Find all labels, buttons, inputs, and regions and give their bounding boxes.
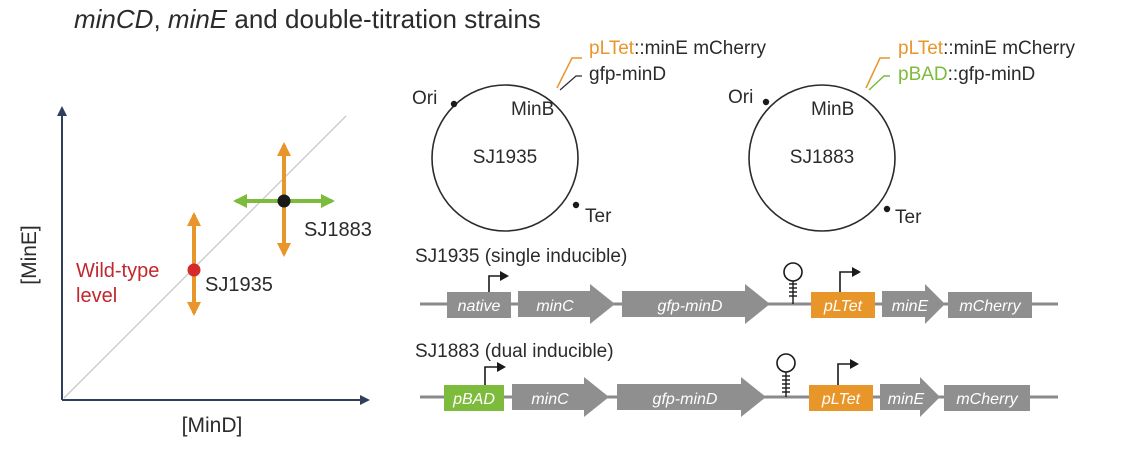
gene-minC-label: minC [531, 391, 569, 408]
promoter-arrowhead-pbad [497, 362, 506, 372]
terminator-icon [783, 262, 803, 304]
gene-minC-arrow [518, 284, 615, 324]
construct-sj1883: SJ1883 (dual inducible) pBAD minC gfp-mi… [415, 341, 1058, 417]
gene-minE-arrow [882, 284, 945, 324]
gene-minE-label: minE [892, 298, 929, 315]
title-part-mincd: minCD [74, 4, 153, 34]
ter-label: Ter [585, 206, 612, 227]
chromosome-sj1935: Ori Ter MinB SJ1935 pLTet::minE mCherry … [412, 38, 767, 232]
gene-pbad-label: pBAD [452, 391, 495, 408]
insert1-leader [865, 57, 890, 89]
terminator-icon [776, 353, 796, 397]
promoter-arrow-native [488, 275, 504, 292]
insert1-label: pLTet::minE mCherry [898, 38, 1076, 59]
gene-pltet-label: pLTet [821, 391, 861, 408]
title-part-rest: and double-titration strains [227, 4, 541, 34]
figure-title: minCD, minE and double-titration strains [74, 4, 541, 34]
gene-mcherry-box [944, 385, 1030, 411]
title-part-sep: , [153, 4, 167, 34]
chromosome-circle [748, 84, 896, 232]
ori-marker [762, 98, 770, 106]
ori-label: Ori [728, 87, 753, 108]
gene-minC-arrow [512, 377, 609, 417]
insert1-leader [556, 57, 582, 89]
strain-name: SJ1935 [473, 147, 537, 168]
insert2-label: pBAD::gfp-minD [898, 64, 1035, 85]
gene-gfp-minD-arrow [617, 377, 766, 417]
gene-native-label: native [458, 298, 501, 315]
construct-label: SJ1883 (dual inducible) [415, 341, 614, 362]
sj1935-plot-label: SJ1935 [205, 274, 273, 296]
insert2-leader [559, 75, 582, 91]
ter-marker [572, 201, 580, 209]
insert1-label: pLTet::minE mCherry [589, 38, 767, 59]
insert2-leader [868, 75, 890, 91]
gene-minC-label: minC [536, 298, 574, 315]
gene-mcherry-label: mCherry [959, 298, 1021, 315]
pltet-promoter-box [809, 385, 873, 411]
promoter-arrowhead-pltet [850, 359, 859, 369]
construct-label: SJ1935 (single inducible) [415, 246, 627, 267]
pbad-promoter-box [444, 385, 504, 411]
locus-label: MinB [811, 99, 854, 120]
promoter-arrow-pltet [839, 271, 856, 292]
sj1883-point [277, 194, 291, 208]
gene-gfp-minD-label: gfp-minD [658, 298, 723, 315]
locus-label: MinB [511, 99, 554, 120]
ori-label: Ori [412, 88, 437, 109]
promoter-arrowhead-native [500, 271, 509, 281]
chromosome-sj1883: Ori Ter MinB SJ1883 pLTet::minE mCherry … [728, 38, 1076, 232]
construct-sj1935: SJ1935 (single inducible) native minC gf… [415, 246, 1058, 324]
gene-pltet-label: pLTet [823, 298, 863, 315]
gene-mcherry-label: mCherry [956, 391, 1018, 408]
wildtype-label-line1: Wild-type [76, 260, 159, 282]
pltet-promoter-box [811, 292, 875, 318]
promoter-arrow-pbad [484, 366, 501, 385]
ter-marker [883, 205, 891, 213]
titration-plot: Wild-type level SJ1935 SJ1883 [MinD] [Mi… [18, 106, 372, 437]
x-axis-label: [MinD] [182, 414, 243, 437]
title-part-mine: minE [168, 4, 228, 34]
promoter-arrowhead-pltet [852, 267, 861, 277]
diagonal-line [63, 115, 347, 399]
ori-marker [450, 100, 458, 108]
chromosome-circle [431, 84, 579, 232]
gene-gfp-minD-label: gfp-minD [653, 391, 718, 408]
insert2-label: gfp-minD [589, 64, 666, 85]
gene-gfp-minD-arrow [622, 284, 770, 324]
wildtype-point [187, 263, 201, 277]
gene-minE-arrow [880, 377, 940, 417]
wildtype-label-line2: level [76, 285, 117, 307]
gene-minE-label: minE [888, 391, 925, 408]
native-promoter-box [447, 292, 511, 318]
promoter-arrow-pltet [837, 363, 854, 385]
sj1883-plot-label: SJ1883 [304, 219, 372, 241]
gene-mcherry-box [948, 292, 1032, 318]
strain-name: SJ1883 [790, 147, 854, 168]
ter-label: Ter [895, 207, 922, 228]
y-axis-label: [MinE] [18, 225, 41, 285]
